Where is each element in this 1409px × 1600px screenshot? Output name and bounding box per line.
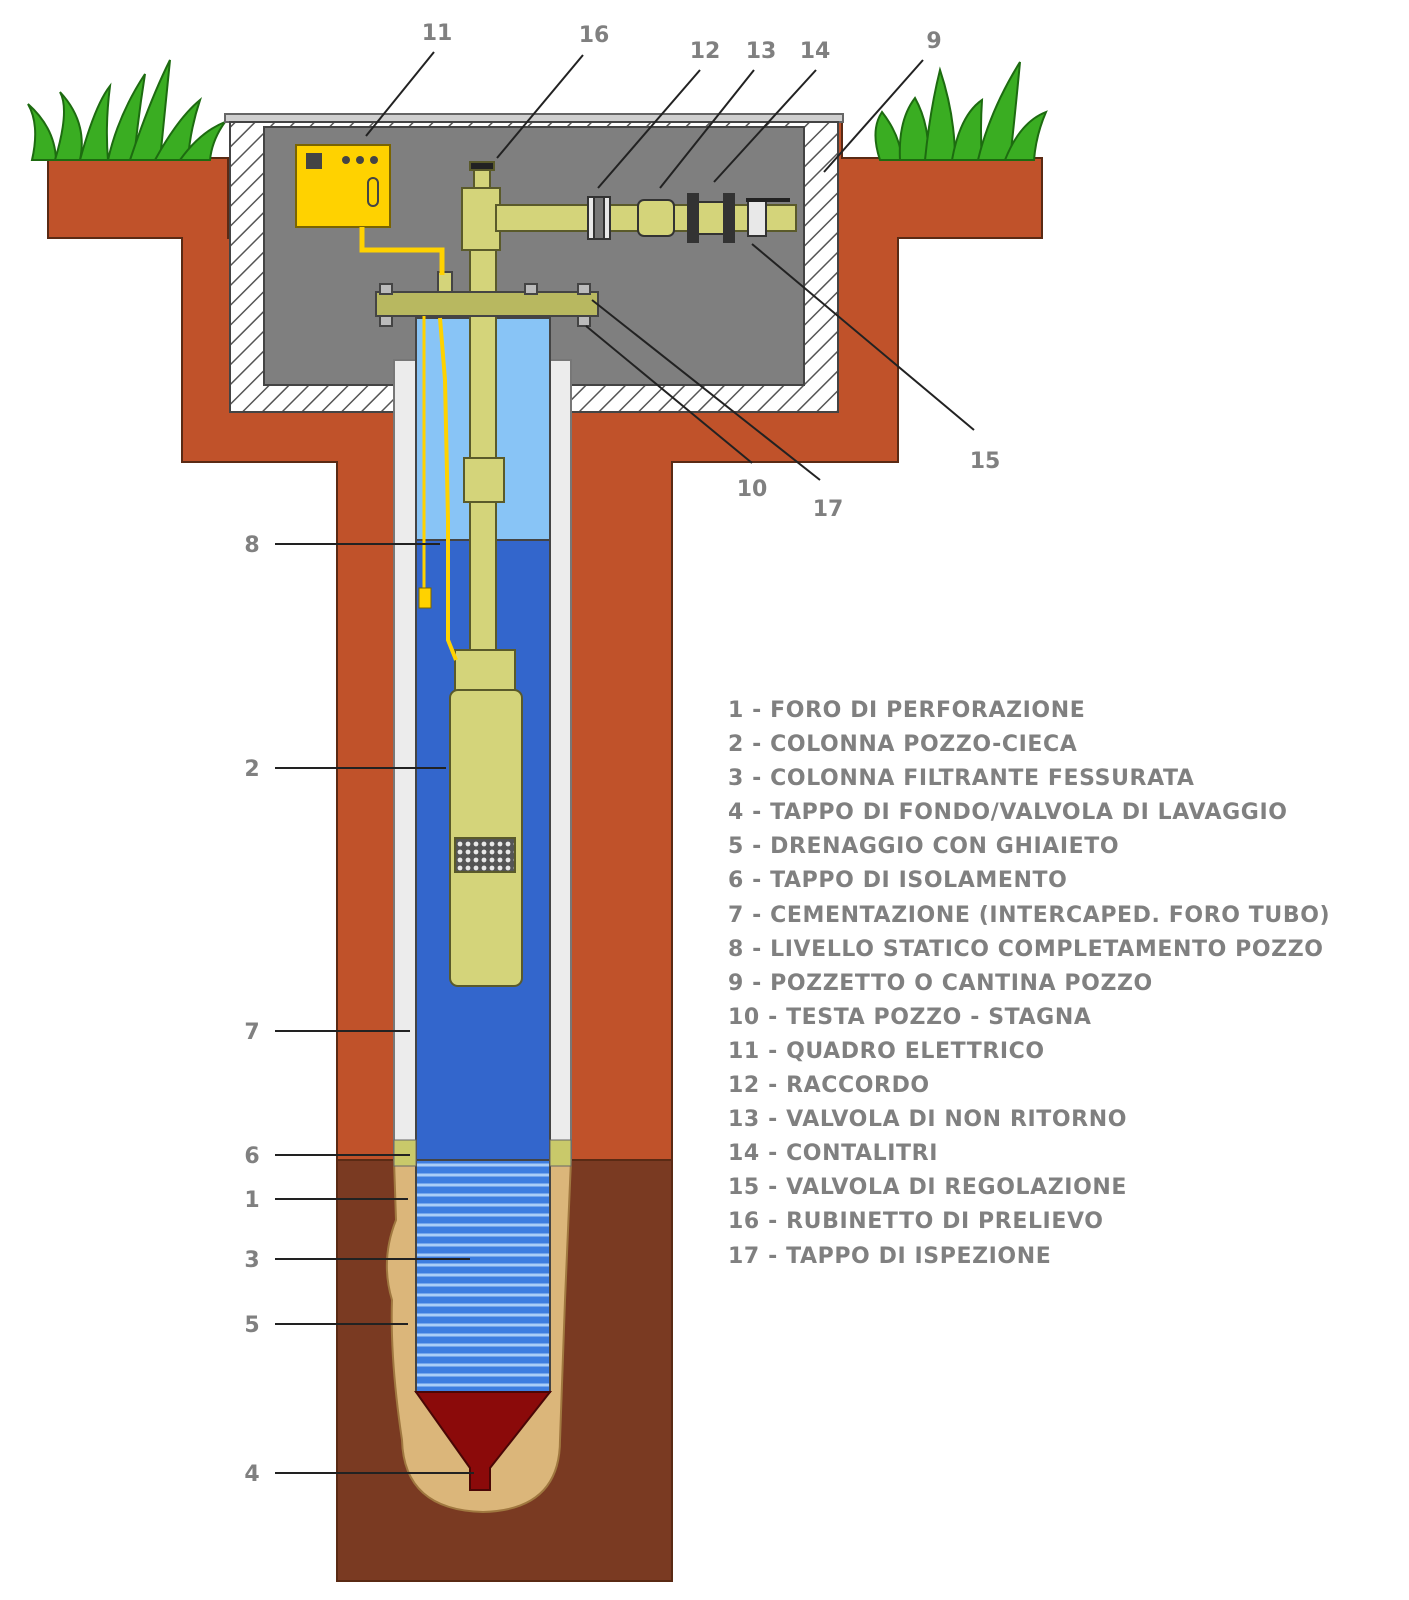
callout-11: 11: [422, 21, 453, 46]
legend: 1 - FORO DI PERFORAZIONE 2 - COLONNA POZ…: [728, 694, 1330, 1274]
callout-10: 10: [737, 477, 768, 502]
legend-item: 1 - FORO DI PERFORAZIONE: [728, 698, 1086, 723]
legend-item: 17 - TAPPO DI ISPEZIONE: [728, 1243, 1052, 1269]
legend-item: 13 - VALVOLA DI NON RITORNO: [728, 1107, 1128, 1133]
leader-lines: [275, 51, 975, 1474]
callout-1: 1: [244, 1188, 259, 1213]
callout-17: 17: [813, 497, 844, 522]
legend-item: 3 - COLONNA FILTRANTE FESSURATA: [728, 766, 1195, 792]
callout-6: 6: [244, 1144, 259, 1169]
callout-15: 15: [970, 449, 1001, 474]
legend-item: 14 - CONTALITRI: [728, 1141, 938, 1167]
callout-16: 16: [579, 23, 610, 48]
legend-item: 6 - TAPPO DI ISOLAMENTO: [728, 868, 1068, 894]
callout-5: 5: [244, 1313, 259, 1338]
callout-4: 4: [244, 1462, 259, 1487]
callout-14: 14: [800, 39, 831, 64]
legend-item: 12 - RACCORDO: [728, 1073, 930, 1099]
pipe-fittings: [587, 193, 790, 243]
callout-13: 13: [746, 39, 777, 64]
callout-2: 2: [244, 757, 259, 782]
legend-item: 10 - TESTA POZZO - STAGNA: [728, 1004, 1092, 1030]
legend-item: 7 - CEMENTAZIONE (INTERCAPED. FORO TUBO): [728, 902, 1331, 928]
grass-right: [874, 61, 1048, 161]
grass-left: [27, 59, 228, 161]
callout-numbers: 1 2 3 4 5 6 7 8 9 10 11 12 13 14 15 16 1…: [244, 21, 1000, 1487]
legend-item: 2 - COLONNA POZZO-CIECA: [728, 732, 1078, 758]
control-box: [295, 144, 458, 661]
callout-7: 7: [244, 1020, 259, 1045]
well-head: [375, 271, 599, 327]
legend-item: 16 - RUBINETTO DI PRELIEVO: [728, 1209, 1104, 1235]
callout-3: 3: [244, 1248, 259, 1273]
callout-12: 12: [690, 39, 721, 64]
legend-item: 5 - DRENAGGIO CON GHIAIETO: [728, 834, 1120, 860]
callout-9: 9: [926, 29, 941, 54]
legend-item: 11 - QUADRO ELETTRICO: [728, 1038, 1045, 1064]
legend-item: 15 - VALVOLA DI REGOLAZIONE: [728, 1175, 1128, 1201]
legend-item: 8 - LIVELLO STATICO COMPLETAMENTO POZZO: [728, 936, 1324, 962]
legend-item: 9 - POZZETTO O CANTINA POZZO: [728, 970, 1153, 996]
callout-8: 8: [244, 533, 259, 558]
legend-item: 4 - TAPPO DI FONDO/VALVOLA DI LAVAGGIO: [728, 800, 1288, 826]
